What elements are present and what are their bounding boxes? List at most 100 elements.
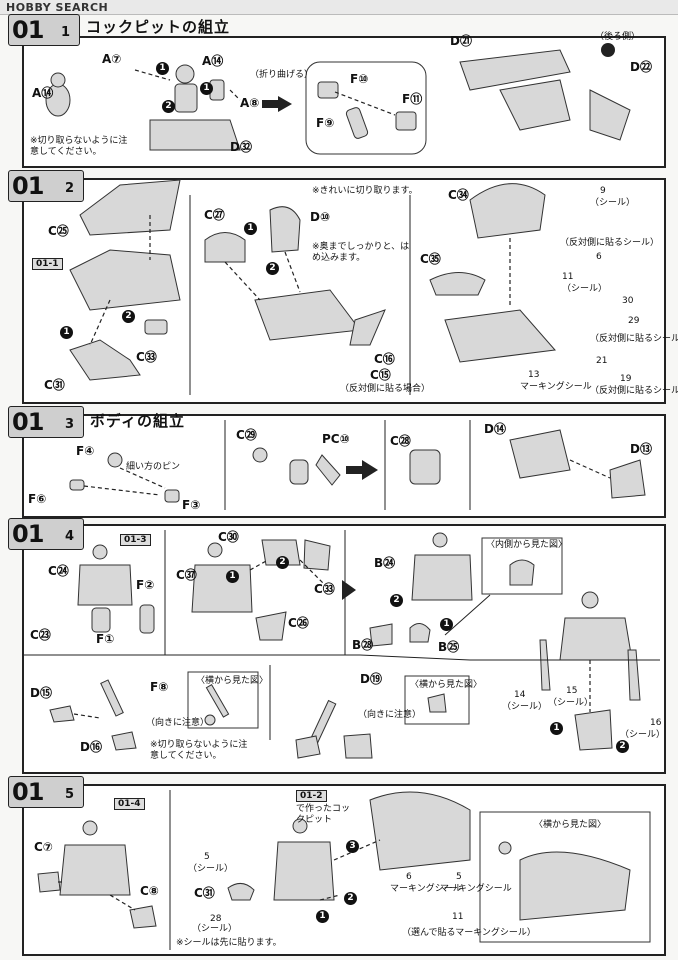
label-f3: F③ <box>182 498 201 512</box>
section-01-1-title: コックピットの組立 <box>86 18 231 36</box>
label-c29: C㉙ <box>236 428 257 442</box>
label-c26: C㉖ <box>288 616 309 630</box>
marking-seal-3: マーキングシール <box>440 884 512 894</box>
label-c37: C㊲ <box>176 568 197 582</box>
label-d16: D⑯ <box>80 740 102 754</box>
label-c35: C㉟ <box>420 252 441 266</box>
view-side-title-2: 〈横から見た図〉 <box>410 680 483 690</box>
seal-label-6: （シール） <box>188 864 234 874</box>
step-2: 2 <box>162 100 175 113</box>
ref-01-2: 01-2 <box>296 790 327 802</box>
note-bend: （折り曲げる） <box>250 70 314 80</box>
label-c23: C㉓ <box>30 628 51 642</box>
label-c25: C㉕ <box>48 224 69 238</box>
note-cockpit-made: で作ったコックピット <box>296 804 351 825</box>
label-a14: A⑭ <box>202 54 224 68</box>
step-4-3: 2 <box>390 594 403 607</box>
section-01-5-tab: 01 5 <box>8 776 84 808</box>
label-f10: F⑩ <box>350 72 369 86</box>
seal-label-1: （シール） <box>590 198 636 208</box>
seal-13: 13 <box>528 370 540 380</box>
seal-label-3: （シール） <box>502 702 548 712</box>
label-c16: C⑯ <box>374 352 395 366</box>
step-4-5: 1 <box>550 722 563 735</box>
label-c7: C⑦ <box>34 840 53 854</box>
label-c30: C㉝ <box>136 350 157 364</box>
label-d10: D⑩ <box>310 210 331 224</box>
label-f4: F④ <box>76 444 95 458</box>
label-a14-left: A⑭ <box>32 86 54 100</box>
label-f1: F① <box>96 632 115 646</box>
label-d19: D⑲ <box>360 672 382 686</box>
seal-15: 15 <box>566 686 578 696</box>
section-01-1-tab: 01 1 <box>8 14 80 46</box>
section-01-3-title: ボディの組立 <box>90 412 185 430</box>
step-4-6: 2 <box>616 740 629 753</box>
note-clean-cut: ※きれいに切り取ります。 <box>312 186 418 196</box>
hobby-search-logo: HOBBY SEARCH <box>6 1 109 14</box>
label-d13: D⑬ <box>630 442 652 456</box>
label-c30-b: C㉚ <box>218 530 239 544</box>
view-inside-title: 〈内側から見た図〉 <box>486 540 568 550</box>
view-side-title-3: 〈横から見た図〉 <box>534 820 607 830</box>
label-b24: B㉔ <box>374 556 396 570</box>
label-d15: D⑮ <box>30 686 52 700</box>
note-do-not-cut: ※切り取らないように注意してください。 <box>30 136 128 157</box>
seal-5a: 5 <box>204 852 210 862</box>
step-5-1: 1 <box>316 910 329 923</box>
label-c28: C㉘ <box>390 434 411 448</box>
label-f8: F⑧ <box>150 680 169 694</box>
view-side-title-1: 〈横から見た図〉 <box>196 676 269 686</box>
step-1b: 1 <box>200 82 213 95</box>
site-header: HOBBY SEARCH <box>0 0 678 15</box>
seal-6: 6 <box>596 252 602 262</box>
seal-30: 30 <box>622 296 634 306</box>
label-a8: A⑧ <box>240 96 260 110</box>
label-c8: C⑧ <box>140 884 159 898</box>
marking-seal-2: マーキングシール <box>390 884 462 894</box>
label-d32: D㉜ <box>230 140 252 154</box>
ref-01-1: 01-1 <box>32 258 63 270</box>
step-1a: 1 <box>156 62 169 75</box>
step-5-2: 2 <box>344 892 357 905</box>
seal-11b: 11 <box>452 912 464 922</box>
seal-label-4: （シール） <box>548 698 594 708</box>
label-f2: F② <box>136 578 155 592</box>
label-pc10: PC⑩ <box>322 432 350 446</box>
seal-label-7: （シール） <box>192 924 238 934</box>
step-2-1: 1 <box>60 326 73 339</box>
label-d21: D㉑ <box>450 34 472 48</box>
marking-seal-1: マーキングシール <box>520 382 592 392</box>
seal-21: 21 <box>596 356 608 366</box>
seal-14: 14 <box>514 690 526 700</box>
label-a7: A⑦ <box>102 52 122 66</box>
label-f9: F⑨ <box>316 116 335 130</box>
ref-01-4: 01-4 <box>114 798 145 810</box>
label-c34: C㉞ <box>448 188 469 202</box>
label-c15: C⑮ <box>370 368 391 382</box>
note-back-side: （後ろ側） <box>595 32 641 42</box>
seal-label-2: （シール） <box>562 284 608 294</box>
seal-19: 19 <box>620 374 632 384</box>
label-d22: D㉒ <box>630 60 652 74</box>
note-seal-first: ※シールは先に貼ります。 <box>176 938 282 948</box>
seal-16: 16 <box>650 718 662 728</box>
note-pin: 細い方のピン <box>126 462 181 472</box>
seal-28: 28 <box>210 914 222 924</box>
step-4-2: 2 <box>276 556 289 569</box>
step-2-4: 2 <box>266 262 279 275</box>
label-c27: C㉗ <box>204 208 225 222</box>
reverse-seal-1: （反対側に貼るシール） <box>560 238 660 248</box>
label-c32: C㉛ <box>44 378 65 392</box>
label-b28: B㉘ <box>352 638 374 652</box>
label-c33-b: C㉝ <box>314 582 335 596</box>
label-c31: C㉛ <box>194 886 215 900</box>
label-f11: F⑪ <box>402 92 423 106</box>
label-f6: F⑥ <box>28 492 47 506</box>
section-01-3-tab: 01 3 <box>8 406 84 438</box>
section-01-2-tab: 01 2 <box>8 170 84 202</box>
note-do-not-cut-2: ※切り取らないように注意してください。 <box>150 740 248 761</box>
choose-marking: （選んで貼るマーキングシール） <box>402 928 536 938</box>
